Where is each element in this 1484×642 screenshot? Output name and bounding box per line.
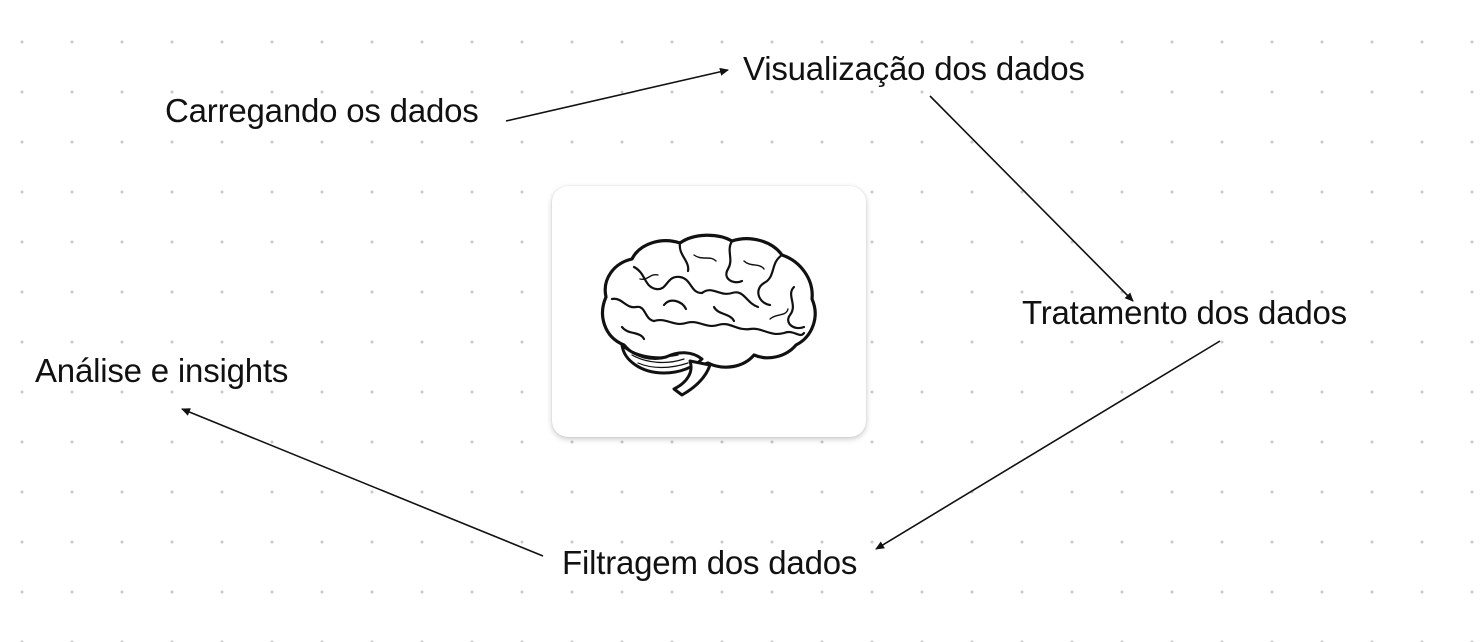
- node-visualizacao-dos-dados[interactable]: Visualização dos dados: [743, 50, 1085, 87]
- node-filtragem-dos-dados[interactable]: Filtragem dos dados: [562, 544, 858, 581]
- node-tratamento-dos-dados[interactable]: Tratamento dos dados: [1022, 294, 1347, 331]
- arrow-tratamento-to-filtragem[interactable]: [875, 340, 1221, 550]
- arrow-visualizacao-to-tratamento[interactable]: [929, 95, 1134, 302]
- arrow-filtragem-to-analise[interactable]: [181, 408, 544, 557]
- brain-icon: [601, 233, 817, 396]
- brain-image-card[interactable]: [552, 186, 866, 437]
- node-carregando-os-dados[interactable]: Carregando os dados: [165, 92, 479, 129]
- arrow-carregando-to-visualizacao[interactable]: [505, 67, 729, 122]
- node-analise-e-insights[interactable]: Análise e insights: [35, 352, 289, 389]
